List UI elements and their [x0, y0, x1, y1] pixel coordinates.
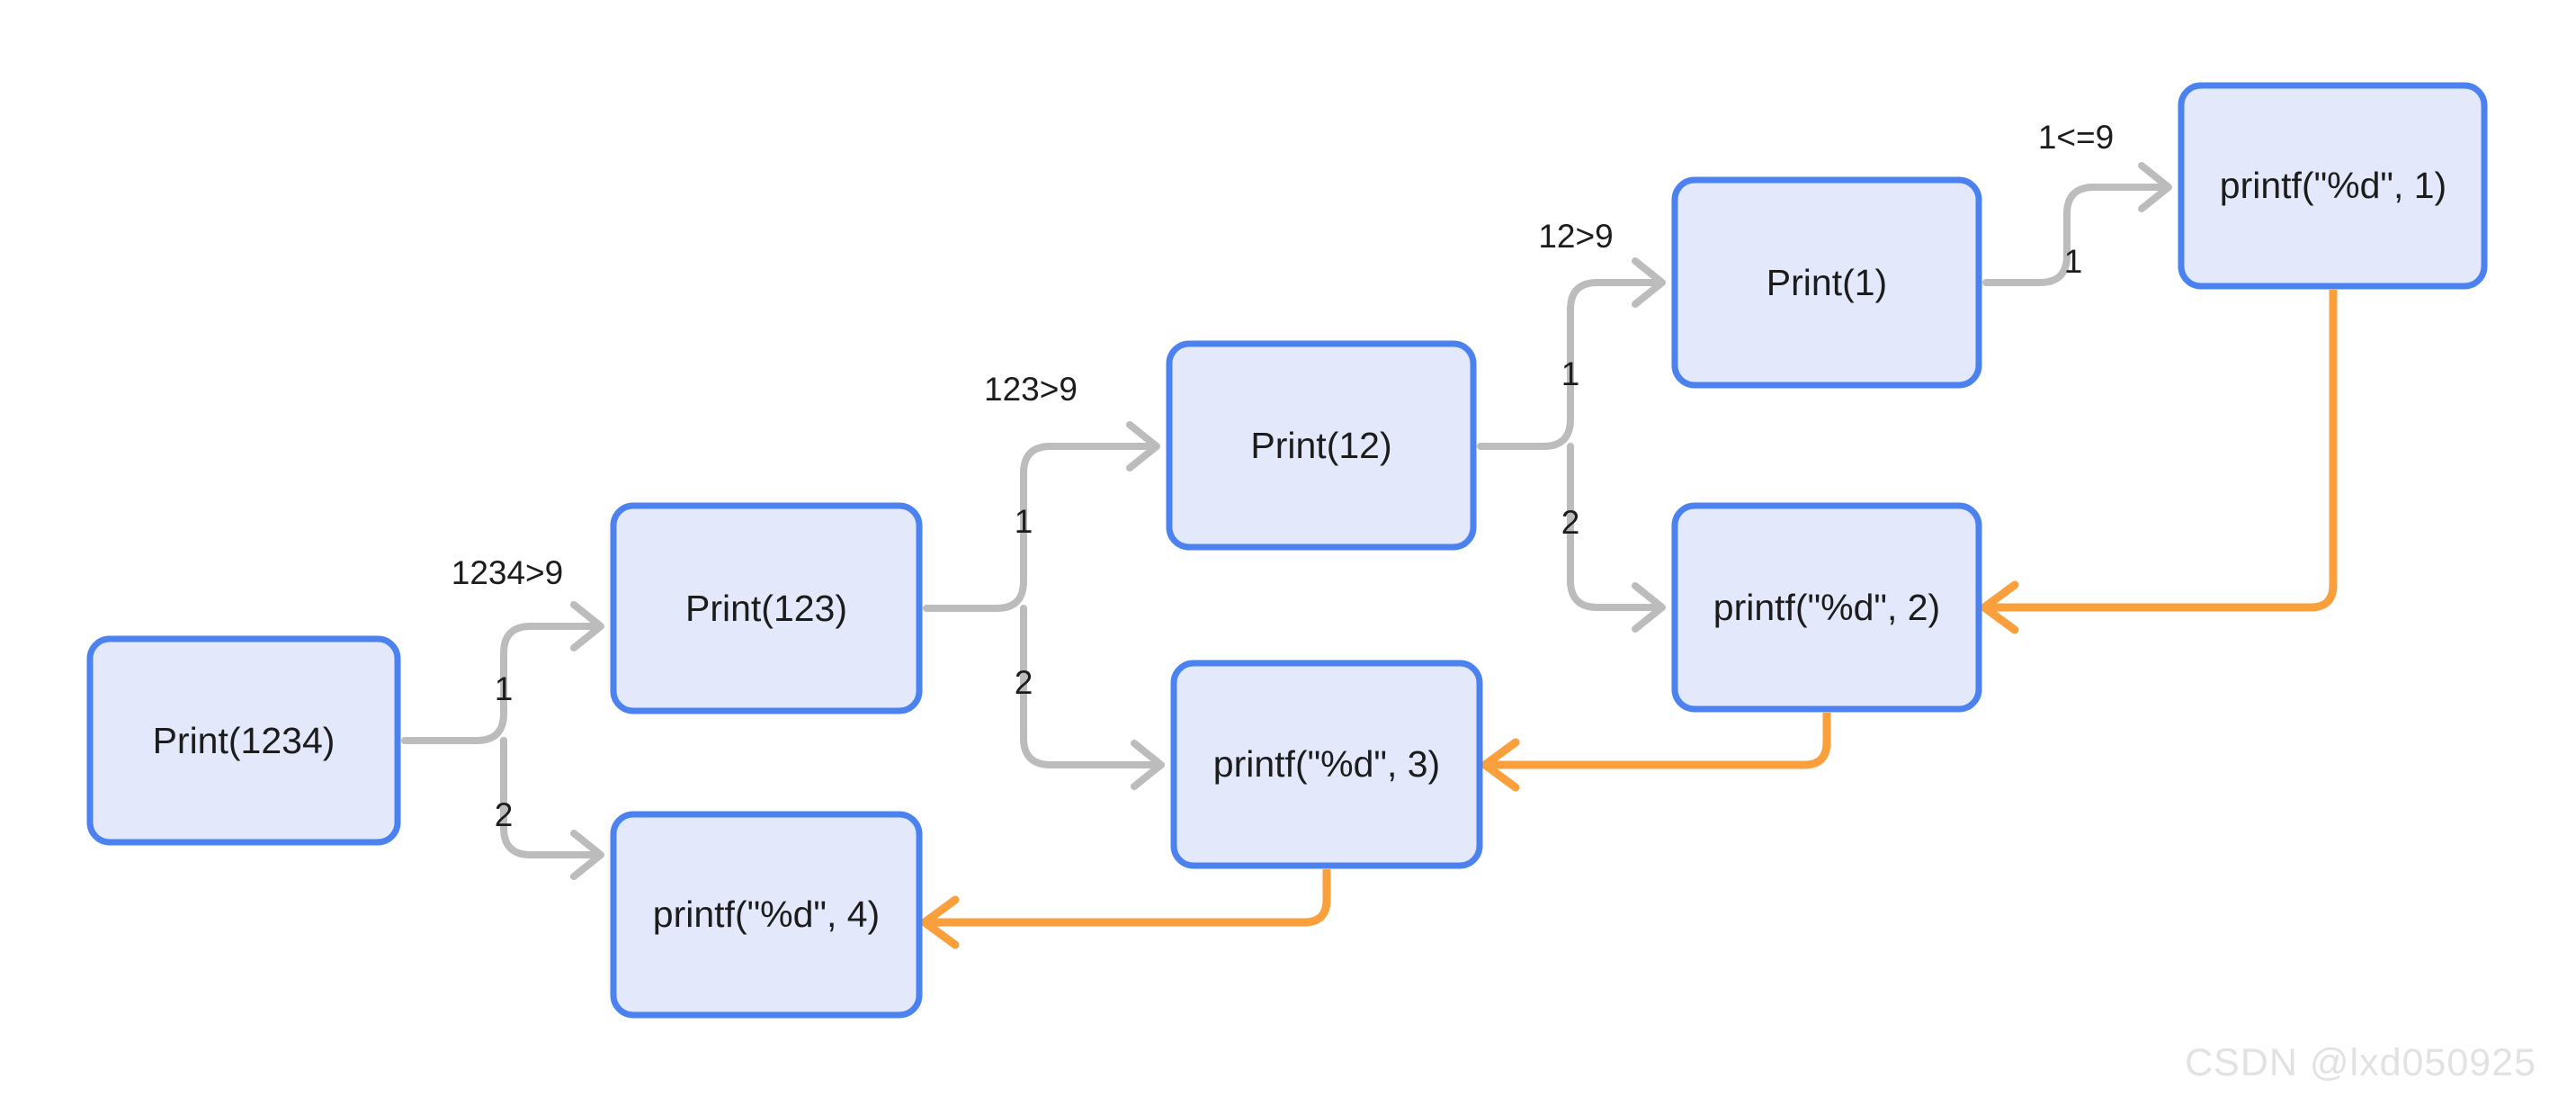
call-edge-print12-fork — [1477, 257, 1666, 633]
node-printf3-label: printf("%d", 3) — [1213, 743, 1440, 785]
node-print1-rect[interactable] — [1671, 176, 1982, 389]
node-print12-rect[interactable] — [1166, 340, 1477, 551]
node-printf4[interactable]: printf("%d", 4) — [610, 811, 923, 1019]
edge-label-12-gt-9: 12>9 — [1538, 218, 1613, 255]
node-printf1-rect[interactable] — [2178, 82, 2488, 290]
node-printf1[interactable]: printf("%d", 1) — [2178, 82, 2488, 290]
node-printf3[interactable]: printf("%d", 3) — [1170, 660, 1483, 869]
node-print123-label: Print(123) — [685, 588, 847, 629]
edge-label-1234-branch-2: 2 — [495, 796, 514, 833]
call-edge-print1-printf1 — [1982, 162, 2172, 286]
edge-label-1234-branch-1: 1 — [495, 670, 514, 707]
node-print1234[interactable]: Print(1234) — [86, 635, 401, 846]
node-printf1-label: printf("%d", 1) — [2220, 165, 2446, 206]
node-print12-label: Print(12) — [1250, 425, 1391, 466]
node-print1[interactable]: Print(1) — [1671, 176, 1982, 389]
call-edge-print1234-fork — [401, 601, 604, 880]
node-print1234-rect[interactable] — [86, 635, 401, 846]
return-edge-printf2-printf3 — [1480, 713, 1831, 792]
node-print1234-label: Print(1234) — [153, 720, 335, 761]
node-printf4-label: printf("%d", 4) — [653, 894, 880, 935]
csdn-watermark: CSDN @lxd050925 — [2185, 1041, 2536, 1084]
node-print123[interactable]: Print(123) — [610, 502, 923, 714]
node-print1-label: Print(1) — [1767, 262, 1887, 303]
node-printf2-rect[interactable] — [1671, 502, 1982, 713]
edge-label-1-le-9: 1<=9 — [2038, 119, 2114, 156]
return-edge-printf3-printf4 — [920, 869, 1331, 949]
node-printf3-rect[interactable] — [1170, 660, 1483, 869]
call-edge-print123-fork — [923, 421, 1165, 790]
return-edge-printf1-printf2 — [1980, 290, 2338, 634]
node-printf2-label: printf("%d", 2) — [1713, 587, 1940, 628]
edge-label-1234-gt-9: 1234>9 — [452, 554, 564, 591]
edge-label-1-branch-1: 1 — [2064, 243, 2083, 280]
edge-label-123-gt-9: 123>9 — [984, 371, 1078, 408]
node-printf4-rect[interactable] — [610, 811, 923, 1019]
edge-label-12-branch-1: 1 — [1561, 355, 1580, 392]
node-printf2[interactable]: printf("%d", 2) — [1671, 502, 1982, 713]
edge-label-123-branch-1: 1 — [1015, 503, 1033, 540]
edge-label-123-branch-2: 2 — [1015, 664, 1033, 701]
node-print123-rect[interactable] — [610, 502, 923, 714]
edge-label-12-branch-2: 2 — [1561, 504, 1580, 541]
node-print12[interactable]: Print(12) — [1166, 340, 1477, 551]
